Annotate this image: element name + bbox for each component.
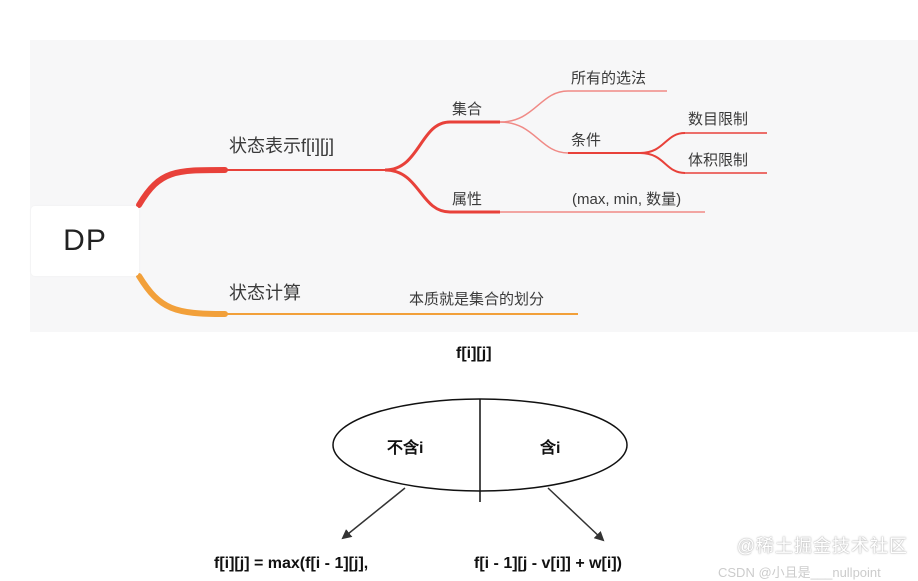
mindmap-background — [30, 40, 918, 332]
node-state-repr: 状态表示f[i][j] — [229, 136, 335, 156]
branch-to-set — [384, 120, 451, 172]
node-all-choices: 所有的选法 — [571, 70, 647, 87]
branch-to-count-limit — [639, 132, 686, 154]
partition-left-label: 不含i — [387, 440, 424, 457]
partition-title: f[i][j] — [456, 345, 492, 362]
node-attribute: 属性 — [452, 191, 483, 208]
partition-right-label: 含i — [540, 440, 561, 457]
branch-to-all-choices — [499, 90, 569, 123]
node-count-limit: 数目限制 — [688, 111, 749, 128]
branch-to-attribute — [384, 168, 451, 214]
watermark: @稀土掘金技术社区 — [736, 536, 908, 556]
branch-to-condition — [499, 121, 569, 154]
node-volume-limit: 体积限制 — [688, 152, 749, 169]
arrow-right — [547, 487, 605, 542]
root-node-dp: DP — [31, 206, 139, 276]
branch-root-to-state-calc — [136, 273, 228, 317]
node-set: 集合 — [452, 101, 483, 118]
node-state-calc: 状态计算 — [229, 283, 301, 303]
formula-left: f[i][j] = max(f[i - 1][j], — [214, 555, 369, 572]
root-label: DP — [63, 224, 107, 257]
arrow-left — [341, 487, 406, 540]
branch-to-volume-limit — [639, 152, 686, 174]
node-attribute-value: (max, min, 数量) — [572, 191, 682, 208]
node-condition: 条件 — [571, 132, 602, 149]
branch-root-to-state-repr — [136, 167, 228, 208]
watermark-sub: CSDN @小且是___nullpoint — [718, 565, 881, 580]
node-essence: 本质就是集合的划分 — [409, 291, 545, 308]
formula-right: f[i - 1][j - v[i]] + w[i]) — [474, 555, 622, 572]
